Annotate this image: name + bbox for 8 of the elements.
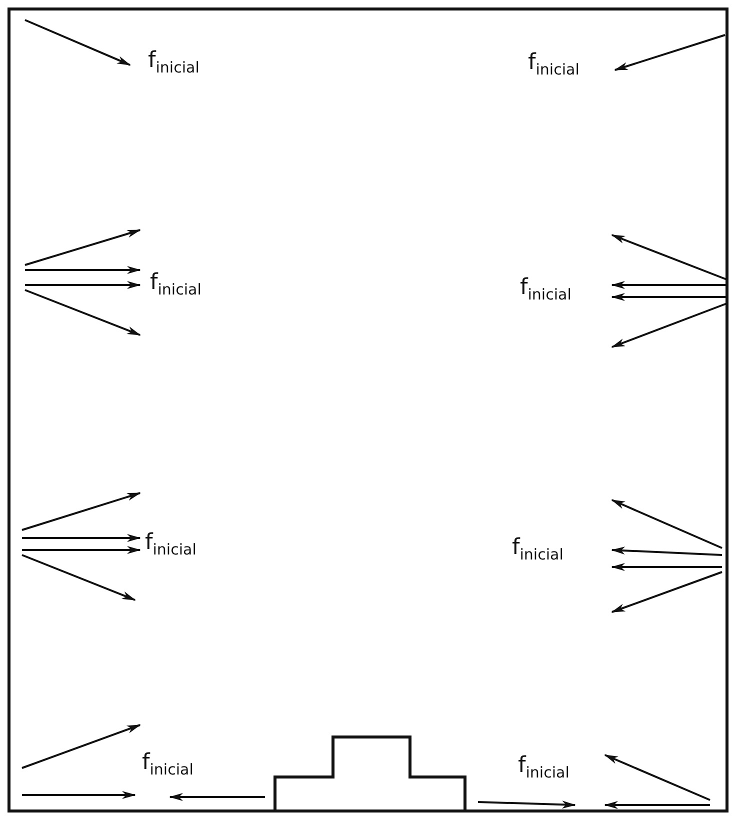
variable-label: f$_{inicial}$ [145, 532, 196, 558]
variable-label: f$_{inicial}$ [518, 755, 570, 780]
variable-label: f$_{inicial}$ [528, 52, 580, 78]
variable-label: f$_{inicial}$ [512, 537, 564, 562]
variable-label: f$_{inicial}$ [142, 752, 194, 778]
variable-label: f$_{inicial}$ [150, 272, 202, 298]
variable-label: f$_{inicial}$ [148, 50, 200, 76]
variable-label: f$_{inicial}$ [520, 277, 572, 302]
